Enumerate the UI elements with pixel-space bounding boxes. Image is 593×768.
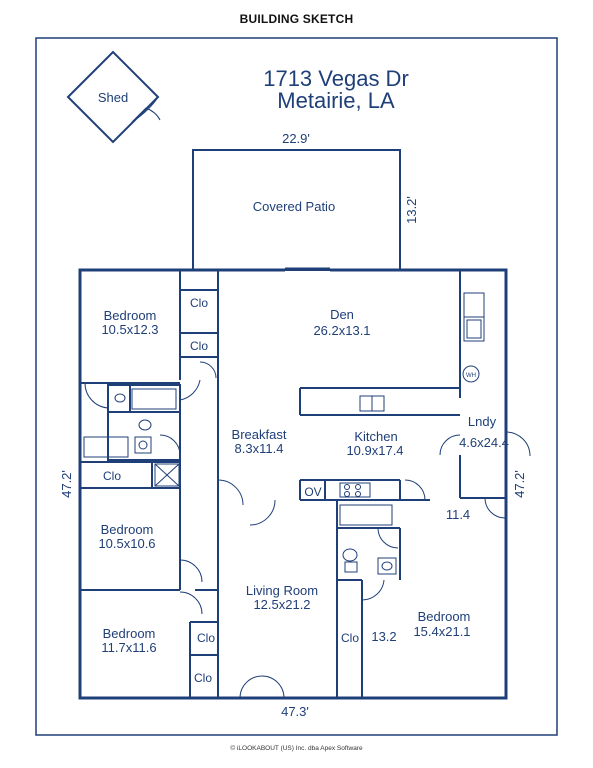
interior-walls bbox=[80, 270, 506, 698]
water-heater-label: WH bbox=[466, 373, 476, 379]
den-name: Den bbox=[330, 307, 354, 322]
kitchen-name: Kitchen bbox=[354, 429, 397, 444]
hall-right-dimension: 11.4 bbox=[446, 507, 470, 522]
bedroom-2-dims: 10.5x10.6 bbox=[98, 536, 155, 551]
oven-label: OV bbox=[304, 485, 321, 499]
patio-label: Covered Patio bbox=[253, 199, 335, 214]
bottom-dimension: 47.3' bbox=[281, 704, 309, 719]
page-title: BUILDING SKETCH bbox=[239, 12, 354, 26]
breakfast-dims: 8.3x11.4 bbox=[235, 441, 284, 456]
living-room-dims: 12.5x21.2 bbox=[253, 597, 310, 612]
house-outline bbox=[78, 268, 508, 700]
right-side-dimension: 47.2' bbox=[512, 470, 527, 498]
address-line-2: Metairie, LA bbox=[277, 88, 395, 113]
footer-copyright: © iLOOKABOUT (US) Inc. dba Apex Software bbox=[230, 745, 363, 752]
breakfast-name: Breakfast bbox=[232, 427, 287, 442]
closet-label-4: Clo bbox=[197, 631, 215, 645]
closet-label-5: Clo bbox=[194, 671, 212, 685]
address-line-1: 1713 Vegas Dr bbox=[263, 66, 409, 91]
bedroom-4-closet-dimension: 13.2 bbox=[371, 629, 396, 644]
bedroom-4-dims: 15.4x21.1 bbox=[413, 624, 470, 639]
bedroom-4-name: Bedroom bbox=[418, 609, 471, 624]
left-side-dimension: 47.2' bbox=[59, 470, 74, 498]
closet-label-2: Clo bbox=[190, 339, 208, 353]
closet-label-6: Clo bbox=[341, 631, 359, 645]
sketch-frame bbox=[35, 37, 558, 736]
den-dims: 26.2x13.1 bbox=[313, 323, 370, 338]
closet-label-3: Clo bbox=[103, 469, 121, 483]
laundry-dims: 4.6x24.4 bbox=[459, 435, 509, 450]
fixtures bbox=[83, 292, 531, 699]
patio-width-dimension: 22.9' bbox=[282, 131, 310, 146]
living-room-name: Living Room bbox=[246, 583, 318, 598]
bedroom-3-name: Bedroom bbox=[103, 626, 156, 641]
bedroom-1-dims: 10.5x12.3 bbox=[101, 322, 158, 337]
patio-depth-dimension: 13.2' bbox=[404, 196, 419, 224]
shed-label: Shed bbox=[98, 90, 128, 105]
bedroom-2-name: Bedroom bbox=[101, 522, 154, 537]
bedroom-3-dims: 11.7x11.6 bbox=[101, 640, 156, 655]
kitchen-dims: 10.9x17.4 bbox=[346, 443, 403, 458]
closet-label-1: Clo bbox=[190, 296, 208, 310]
shed bbox=[66, 50, 161, 144]
bedroom-1-name: Bedroom bbox=[104, 308, 157, 323]
laundry-name: Lndy bbox=[468, 414, 497, 429]
